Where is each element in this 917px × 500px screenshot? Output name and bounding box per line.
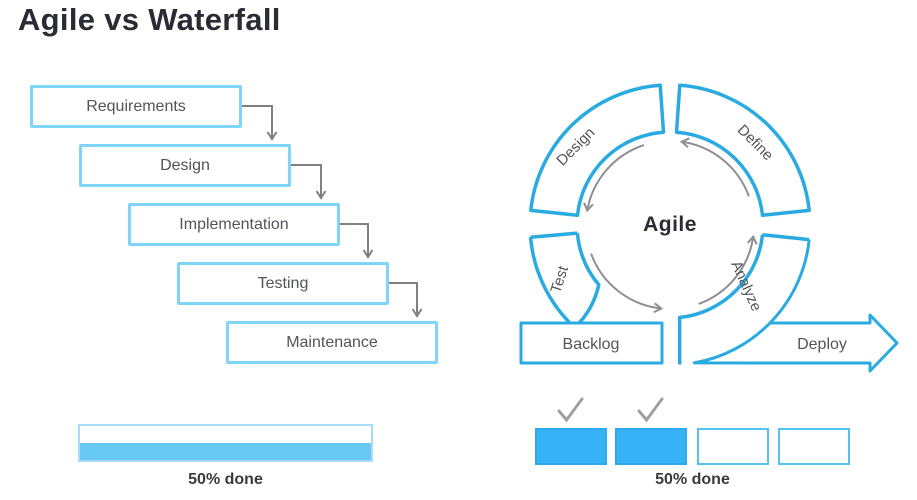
segment-label-define: Define [734, 121, 777, 164]
segment-label-design: Design [553, 124, 598, 169]
sprint-box-2 [615, 428, 687, 465]
waterfall-step-implementation: Implementation [128, 203, 340, 246]
backlog-box [519, 321, 664, 365]
segment-analyze [677, 232, 810, 365]
agile-progress-label: 50% done [655, 471, 730, 488]
segment-design [529, 83, 666, 218]
waterfall-progress-bar [78, 424, 373, 462]
segment-define [674, 83, 811, 218]
waterfall-step-testing: Testing [177, 262, 389, 305]
sprint-box-4 [778, 428, 850, 465]
segment-label-analyze: Analyze [727, 258, 764, 314]
circular-arrows-icon [583, 137, 758, 314]
deploy-arrow [692, 239, 899, 373]
sprint-box-1 [535, 428, 607, 465]
sprint-box-3 [697, 428, 769, 465]
waterfall-progress-fill [80, 443, 371, 460]
agile-center-label: Agile [643, 213, 697, 236]
waterfall-step-design: Design [79, 144, 291, 187]
waterfall-step-maintenance: Maintenance [226, 321, 438, 364]
deploy-label: Deploy [797, 336, 847, 353]
segment-test [528, 231, 601, 329]
check-icon [557, 397, 664, 423]
waterfall-step-requirements: Requirements [30, 85, 242, 128]
page-title: Agile vs Waterfall [18, 2, 281, 37]
segment-label-test: Test [547, 263, 572, 295]
agile-cycle-ring [519, 83, 899, 373]
waterfall-progress-label: 50% done [188, 471, 263, 488]
backlog-label: Backlog [563, 336, 620, 353]
